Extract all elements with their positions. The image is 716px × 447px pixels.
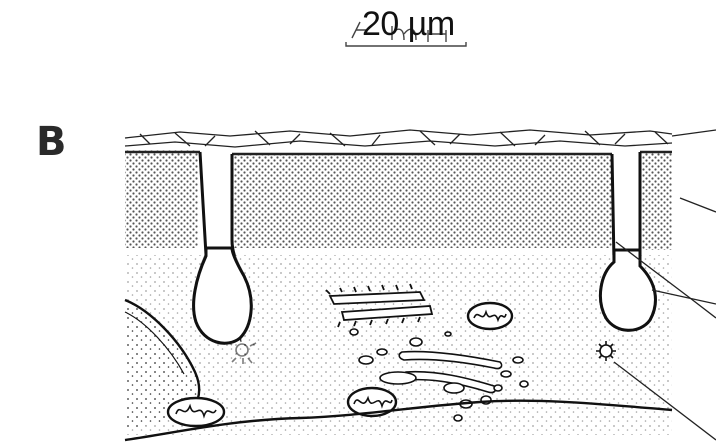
mitochondrion-1 [468,303,512,329]
scale-bar-label: 20 µm [362,4,455,44]
coated-vesicle [596,341,616,361]
fibrous-surface-layer [125,130,672,147]
mitochondrion-3 [168,398,224,426]
panel-label: B [36,118,67,166]
